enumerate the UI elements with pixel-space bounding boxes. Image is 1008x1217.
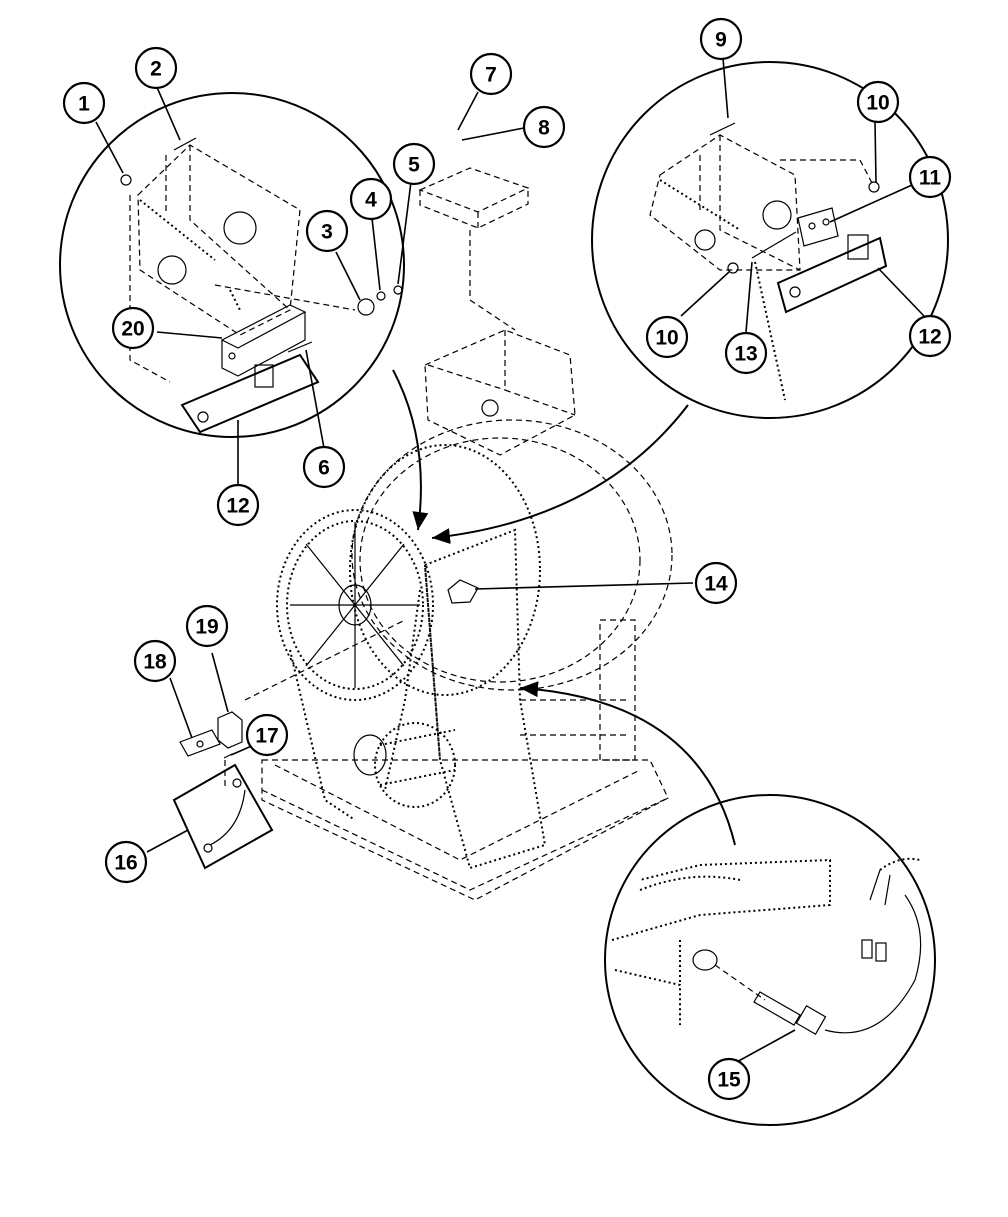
callout-12-left: 12 bbox=[218, 485, 258, 525]
callout-20: 20 bbox=[113, 308, 153, 348]
svg-text:5: 5 bbox=[408, 154, 420, 177]
svg-text:1: 1 bbox=[78, 93, 90, 116]
detail-circle-left bbox=[60, 93, 421, 530]
callout-12-right: 12 bbox=[910, 316, 950, 356]
detail-circle-right bbox=[432, 62, 948, 538]
svg-text:14: 14 bbox=[704, 573, 728, 596]
callout-17: 17 bbox=[247, 715, 287, 755]
svg-text:7: 7 bbox=[485, 64, 497, 87]
svg-text:10: 10 bbox=[866, 92, 889, 115]
svg-text:4: 4 bbox=[365, 189, 377, 212]
callout-8: 8 bbox=[524, 107, 564, 147]
callout-19: 19 bbox=[187, 606, 227, 646]
callout-10-bottom: 10 bbox=[647, 317, 687, 357]
callout-9: 9 bbox=[701, 19, 741, 59]
svg-text:12: 12 bbox=[226, 495, 249, 518]
svg-text:12: 12 bbox=[918, 326, 941, 349]
callout-4: 4 bbox=[351, 179, 391, 219]
callout-1: 1 bbox=[64, 83, 104, 123]
callout-10-top: 10 bbox=[858, 82, 898, 122]
svg-text:2: 2 bbox=[150, 58, 162, 81]
svg-text:9: 9 bbox=[715, 29, 727, 52]
svg-text:17: 17 bbox=[255, 725, 278, 748]
svg-text:18: 18 bbox=[143, 651, 167, 674]
svg-text:15: 15 bbox=[717, 1069, 741, 1092]
callout-3: 3 bbox=[307, 211, 347, 251]
callout-6: 6 bbox=[304, 447, 344, 487]
svg-text:3: 3 bbox=[321, 221, 333, 244]
svg-text:13: 13 bbox=[734, 343, 757, 366]
callout-13: 13 bbox=[726, 333, 766, 373]
callout-18: 18 bbox=[135, 641, 175, 681]
svg-text:11: 11 bbox=[919, 167, 942, 190]
callout-11: 11 bbox=[910, 157, 950, 197]
svg-text:20: 20 bbox=[121, 318, 144, 341]
svg-text:8: 8 bbox=[538, 117, 550, 140]
callout-15: 15 bbox=[709, 1059, 749, 1099]
leader-lines bbox=[96, 58, 924, 1063]
svg-text:19: 19 bbox=[195, 616, 218, 639]
callout-14: 14 bbox=[696, 563, 736, 603]
callout-7: 7 bbox=[471, 54, 511, 94]
svg-text:10: 10 bbox=[655, 327, 678, 350]
callout-2: 2 bbox=[136, 48, 176, 88]
callout-5: 5 bbox=[394, 144, 434, 184]
callout-16: 16 bbox=[106, 842, 146, 882]
svg-text:6: 6 bbox=[318, 457, 330, 480]
svg-text:16: 16 bbox=[114, 852, 137, 875]
